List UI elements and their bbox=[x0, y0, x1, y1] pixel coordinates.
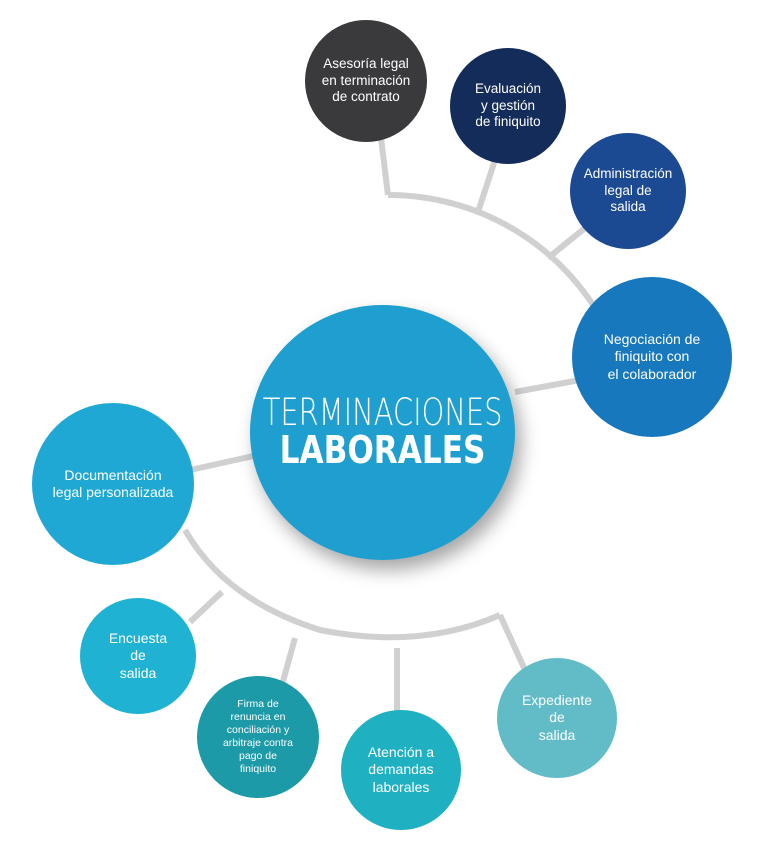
service-label: Negociación de finiquito con el colabora… bbox=[603, 330, 701, 382]
hub-title-line1: TERMINACIONES bbox=[262, 391, 503, 435]
spoke-encuesta bbox=[187, 589, 225, 625]
service-label: Firma de renuncia en conciliación y arbi… bbox=[222, 697, 294, 776]
hub-circle: TERMINACIONES LABORALES bbox=[250, 305, 515, 560]
service-expediente-salida: Expediente de salida bbox=[497, 658, 617, 778]
hub-title-line2: LABORALES bbox=[279, 428, 486, 473]
service-label: Asesoría legal en terminación de contrat… bbox=[321, 55, 411, 105]
service-label: Documentación legal personalizada bbox=[52, 466, 174, 501]
spoke-evaluacion bbox=[475, 159, 498, 213]
service-atencion-demandas: Atención a demandas laborales bbox=[341, 710, 461, 830]
service-label: Administración legal de salida bbox=[583, 165, 673, 215]
service-negociacion-finiquito: Negociación de finiquito con el colabora… bbox=[572, 277, 732, 437]
spoke-negociacion bbox=[514, 377, 581, 395]
service-label: Encuesta de salida bbox=[108, 629, 168, 681]
spoke-administracion bbox=[546, 225, 587, 261]
spoke-firma bbox=[279, 637, 298, 686]
service-label: Atención a demandas laborales bbox=[367, 743, 435, 795]
spoke-expediente bbox=[497, 613, 528, 672]
service-evaluacion-finiquito: Evaluación y gestión de finiquito bbox=[450, 48, 566, 164]
spoke-asesoria bbox=[377, 129, 391, 196]
service-label: Expediente de salida bbox=[521, 691, 593, 743]
service-administracion-salida: Administración legal de salida bbox=[570, 133, 686, 249]
lower-arc bbox=[182, 528, 502, 641]
service-asesoria-legal: Asesoría legal en terminación de contrat… bbox=[305, 20, 427, 142]
service-encuesta-salida: Encuesta de salida bbox=[80, 598, 196, 714]
service-documentacion-legal: Documentación legal personalizada bbox=[32, 403, 194, 565]
service-firma-renuncia: Firma de renuncia en conciliación y arbi… bbox=[197, 676, 319, 798]
spoke-documentacion bbox=[189, 452, 259, 473]
service-label: Evaluación y gestión de finiquito bbox=[474, 80, 542, 130]
upper-arc bbox=[387, 191, 608, 327]
